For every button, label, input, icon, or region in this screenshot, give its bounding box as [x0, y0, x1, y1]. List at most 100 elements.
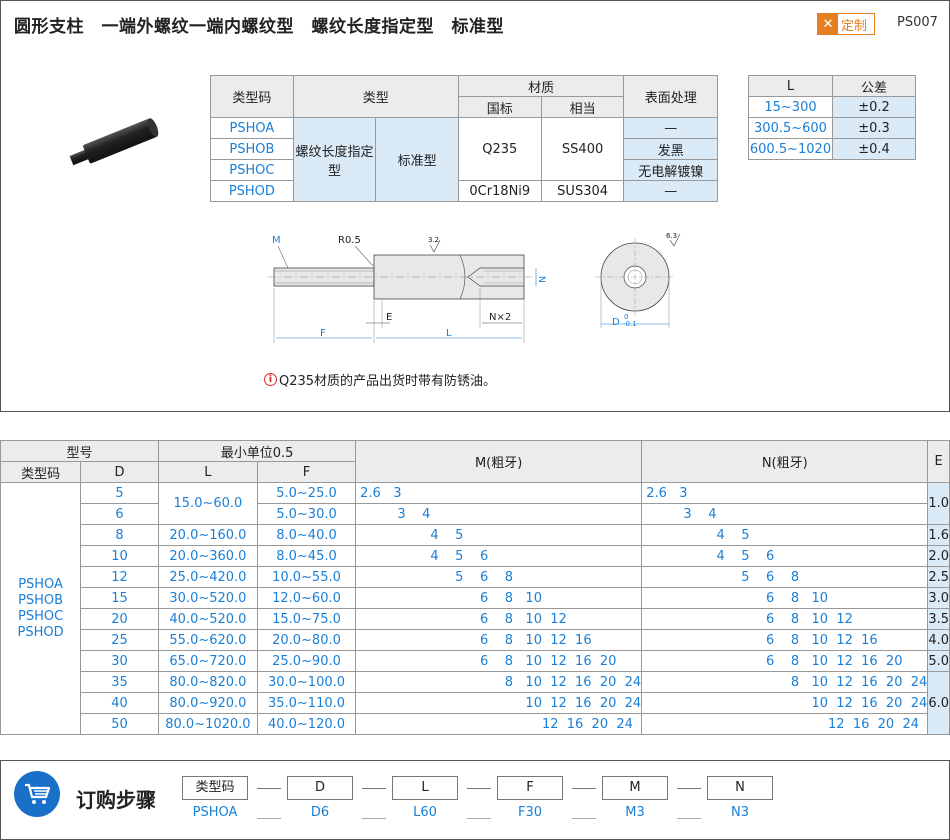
th-equivalent: 相当 — [540, 96, 625, 118]
label-r: R0.5 — [338, 235, 361, 246]
th-l: L — [748, 75, 833, 97]
cell-l: 15.0~60.0 — [157, 482, 258, 525]
note: i Q235材质的产品出货时带有防锈油。 — [264, 370, 496, 389]
cell-m: 6 8 10 12 — [355, 608, 643, 630]
tolerance-table: L 公差 15~300±0.2 300.5~600±0.3 600.5~1020… — [748, 75, 916, 160]
cell-f: 30.0~100.0 — [256, 671, 357, 693]
th-n: N(粗牙) — [641, 440, 929, 483]
cell-n: 6 8 10 12 16 — [641, 629, 929, 651]
cell-l: 40.0~520.0 — [157, 608, 258, 630]
cell-l: 80.0~920.0 — [157, 692, 258, 714]
order-connector — [677, 818, 701, 819]
type-standard: 标准型 — [375, 117, 459, 202]
order-step-label: M — [602, 776, 668, 800]
order-step-label: D — [287, 776, 353, 800]
product-panel — [0, 0, 950, 412]
cell-n: 10 12 16 20 24 — [641, 692, 929, 714]
label-d-tol-top: 0 — [624, 313, 628, 321]
order-title: 订购步骤 — [76, 788, 156, 812]
spec-table: 型号 最小单位0.5 M(粗牙) N(粗牙) E 类型码 D L F PSHOA… — [0, 440, 950, 735]
th-model: 型号 — [0, 440, 159, 462]
cell-e: 1.6 — [927, 524, 950, 546]
cell-d: 12 — [80, 566, 159, 588]
cell-m: 6 8 10 12 16 20 — [355, 650, 643, 672]
label-e: E — [386, 312, 392, 323]
page-title: 圆形支柱 一端外螺纹一端内螺纹型 螺纹长度指定型 标准型 — [14, 17, 504, 37]
th-type-code: 类型码 — [210, 75, 294, 118]
th-type: 类型 — [292, 75, 459, 118]
product-image — [69, 118, 159, 166]
order-step-label: F — [497, 776, 563, 800]
th-tolerance: 公差 — [832, 75, 916, 97]
cell-l: 20.0~160.0 — [157, 524, 258, 546]
cell-n: 3 4 — [641, 503, 929, 525]
cell-d: 50 — [80, 713, 159, 735]
order-connector — [572, 788, 596, 789]
cell-n: 2.6 3 — [641, 482, 929, 504]
order-step-value: L60 — [413, 805, 437, 820]
order-connector — [362, 788, 386, 789]
surface: — — [623, 180, 718, 202]
cell-e: 2.0 — [927, 545, 950, 567]
tol-value: ±0.4 — [832, 138, 916, 160]
th-f: F — [256, 461, 357, 483]
tol-value: ±0.3 — [832, 117, 916, 139]
th-type-code: 类型码 — [0, 461, 82, 483]
cell-d: 10 — [80, 545, 159, 567]
cell-d: 5 — [80, 482, 159, 504]
type-code: PSHOA — [210, 117, 294, 139]
custom-icon: ✕ — [818, 14, 838, 34]
cell-l: 30.0~520.0 — [157, 587, 258, 609]
cell-n: 6 8 10 12 16 20 — [641, 650, 929, 672]
cell-d: 15 — [80, 587, 159, 609]
cell-e: 3.5 — [927, 608, 950, 630]
cell-f: 10.0~55.0 — [256, 566, 357, 588]
th-m: M(粗牙) — [355, 440, 643, 483]
cell-e: 2.5 — [927, 566, 950, 588]
note-text: Q235材质的产品出货时带有防锈油。 — [279, 374, 497, 389]
cell-l: 25.0~420.0 — [157, 566, 258, 588]
cell-f: 8.0~40.0 — [256, 524, 357, 546]
cell-l: 20.0~360.0 — [157, 545, 258, 567]
label-nx2: N×2 — [489, 312, 511, 323]
rough-1: 3.2 — [428, 236, 439, 244]
custom-button[interactable]: ✕ 定制 — [817, 13, 875, 35]
cell-m: 6 8 10 — [355, 587, 643, 609]
cell-n: 12 16 20 24 — [641, 713, 929, 735]
cell-n: 4 5 6 — [641, 545, 929, 567]
order-step-value: D6 — [310, 805, 330, 820]
cell-d: 30 — [80, 650, 159, 672]
type-thread-length: 螺纹长度指定型 — [292, 117, 377, 202]
tol-value: ±0.2 — [832, 96, 916, 118]
cell-e: 5.0 — [927, 650, 950, 672]
cell-l: 80.0~820.0 — [157, 671, 258, 693]
type-table: 类型码 类型 材质 表面处理 国标 相当 PSHOA 螺纹长度指定型 标准型 Q… — [210, 75, 718, 202]
cell-f: 5.0~25.0 — [256, 482, 357, 504]
cell-e: 3.0 — [927, 587, 950, 609]
cell-n: 6 8 10 12 — [641, 608, 929, 630]
cell-f: 35.0~110.0 — [256, 692, 357, 714]
th-min-unit: 最小单位0.5 — [157, 440, 357, 462]
cell-f: 12.0~60.0 — [256, 587, 357, 609]
order-step-label: N — [707, 776, 773, 800]
cell-e: 6.0 — [927, 671, 950, 735]
cell-f: 5.0~30.0 — [256, 503, 357, 525]
cell-n: 4 5 — [641, 524, 929, 546]
label-n: N — [536, 276, 546, 283]
cell-d: 6 — [80, 503, 159, 525]
label-m: M — [272, 235, 281, 246]
cell-d: 35 — [80, 671, 159, 693]
order-step-value: F30 — [517, 805, 543, 820]
order-connector — [362, 818, 386, 819]
order-connector — [467, 788, 491, 789]
order-connector — [467, 818, 491, 819]
order-step-label: 类型码 — [182, 776, 248, 800]
